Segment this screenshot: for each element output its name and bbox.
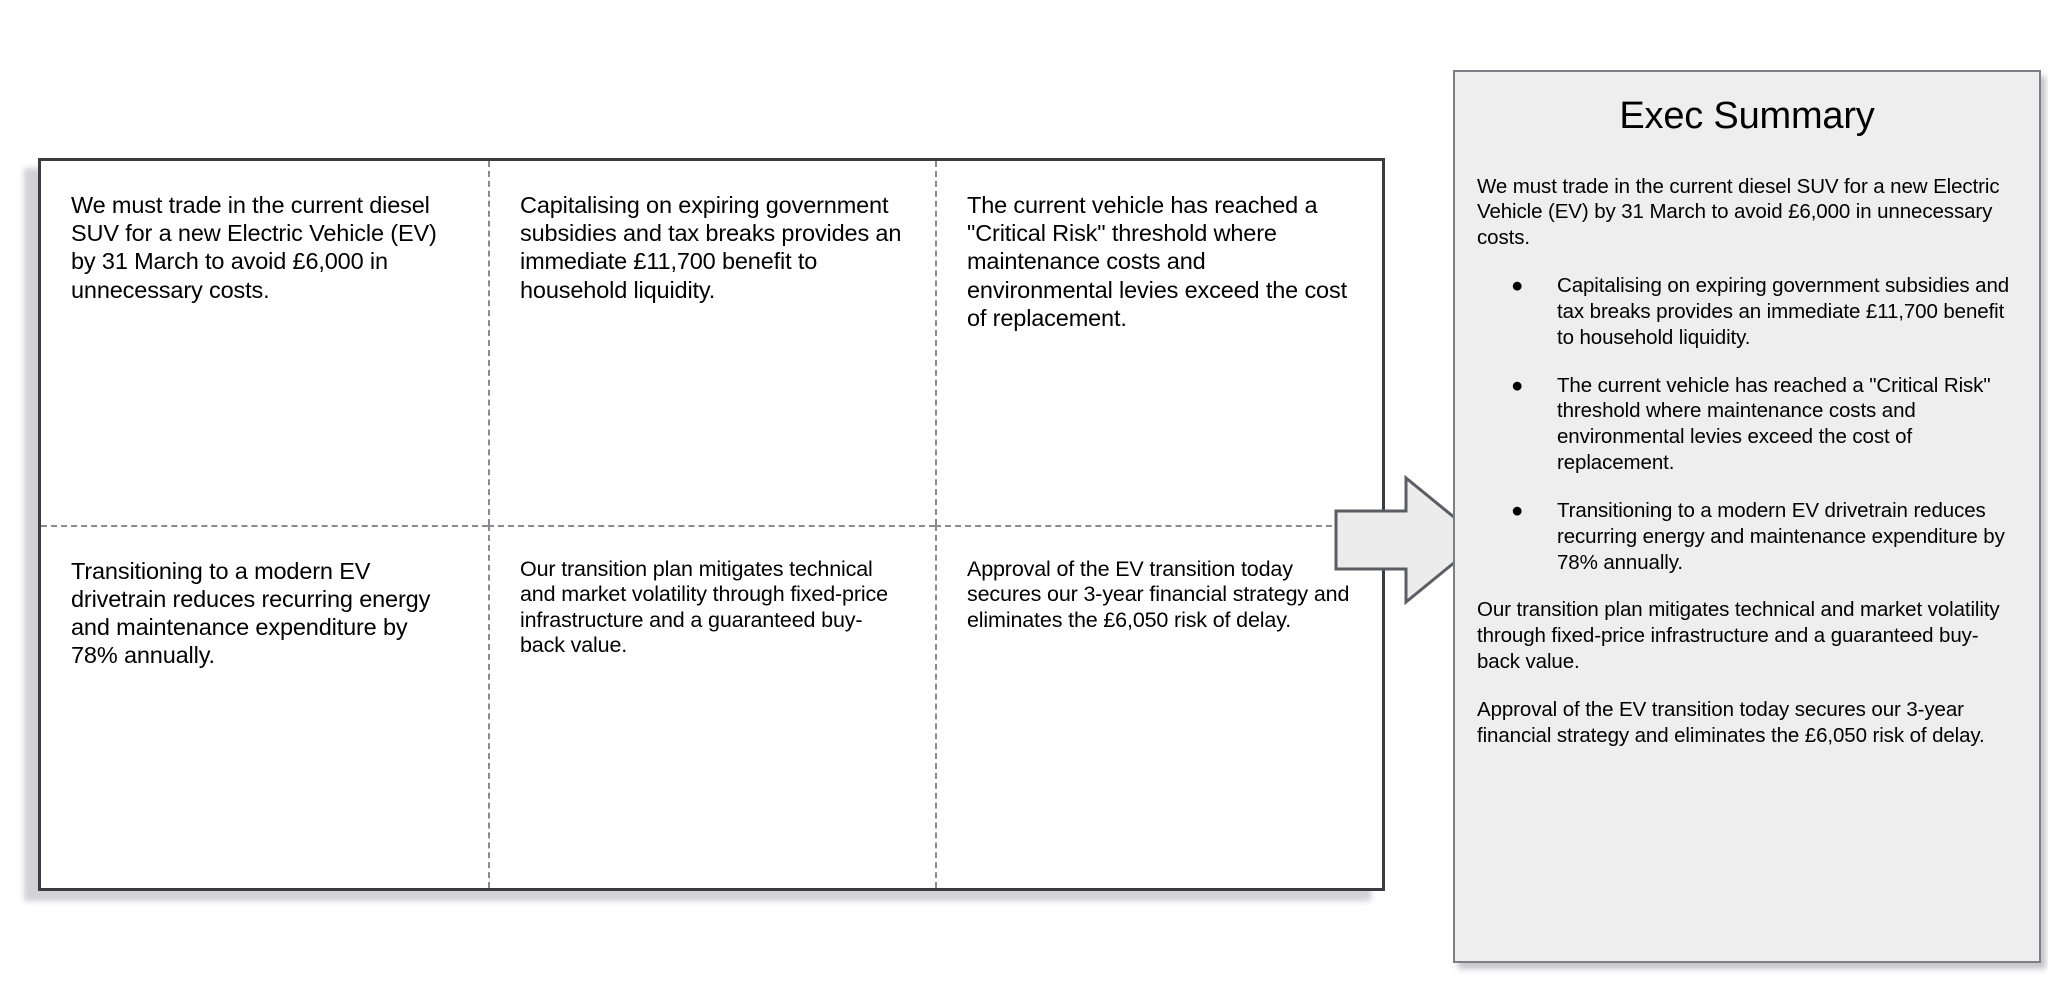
exec-summary-bullet-text: Capitalising on expiring government subs… <box>1557 274 2010 349</box>
matrix-cell-text: Our transition plan mitigates technical … <box>520 556 888 658</box>
exec-summary-panel: Exec Summary We must trade in the curren… <box>1453 70 2046 969</box>
exec-summary-bullet-item: ● Transitioning to a modern EV drivetrai… <box>1477 498 2017 575</box>
right-block-arrow-icon <box>1334 474 1485 606</box>
exec-summary-bullet-text: Transitioning to a modern EV drivetrain … <box>1557 498 2005 574</box>
exec-summary-body: Exec Summary We must trade in the curren… <box>1453 70 2041 963</box>
matrix-cell-top-left[interactable]: We must trade in the current diesel SUV … <box>41 161 488 525</box>
exec-summary-bullet-list: ● Capitalising on expiring government su… <box>1477 273 2017 575</box>
matrix-diagram: We must trade in the current diesel SUV … <box>24 158 1385 901</box>
matrix-cell-bottom-middle[interactable]: Our transition plan mitigates technical … <box>488 524 935 888</box>
matrix-cell-text: We must trade in the current diesel SUV … <box>71 192 437 303</box>
exec-summary-closing-paragraph: Our transition plan mitigates technical … <box>1477 598 2000 674</box>
exec-summary-bullet-item: ● The current vehicle has reached a "Cri… <box>1477 373 2017 476</box>
exec-summary-bullet-item: ● Capitalising on expiring government su… <box>1477 273 2017 350</box>
bullet-dot-icon: ● <box>1511 274 1524 298</box>
matrix-cell-text: Capitalising on expiring government subs… <box>520 192 902 303</box>
bullet-dot-icon: ● <box>1511 373 1524 397</box>
matrix-grid: We must trade in the current diesel SUV … <box>38 158 1385 891</box>
matrix-cell-text: Approval of the EV transition today secu… <box>967 556 1350 632</box>
matrix-cell-text: The current vehicle has reached a "Criti… <box>967 192 1347 331</box>
matrix-cell-top-middle[interactable]: Capitalising on expiring government subs… <box>488 161 935 525</box>
exec-summary-intro-paragraph: We must trade in the current diesel SUV … <box>1477 174 2000 250</box>
bullet-dot-icon: ● <box>1511 498 1524 522</box>
matrix-cell-bottom-right[interactable]: Approval of the EV transition today secu… <box>935 524 1382 888</box>
matrix-cell-text: Transitioning to a modern EV drivetrain … <box>71 557 431 669</box>
exec-summary-bullet-text: The current vehicle has reached a "Criti… <box>1557 373 1991 475</box>
matrix-cell-top-right[interactable]: The current vehicle has reached a "Criti… <box>935 161 1382 525</box>
matrix-cell-bottom-left[interactable]: Transitioning to a modern EV drivetrain … <box>41 524 488 889</box>
exec-summary-closing-paragraph: Approval of the EV transition today secu… <box>1477 697 1985 747</box>
arrow-shape <box>1334 474 1485 606</box>
exec-summary-title: Exec Summary <box>1619 95 1875 137</box>
